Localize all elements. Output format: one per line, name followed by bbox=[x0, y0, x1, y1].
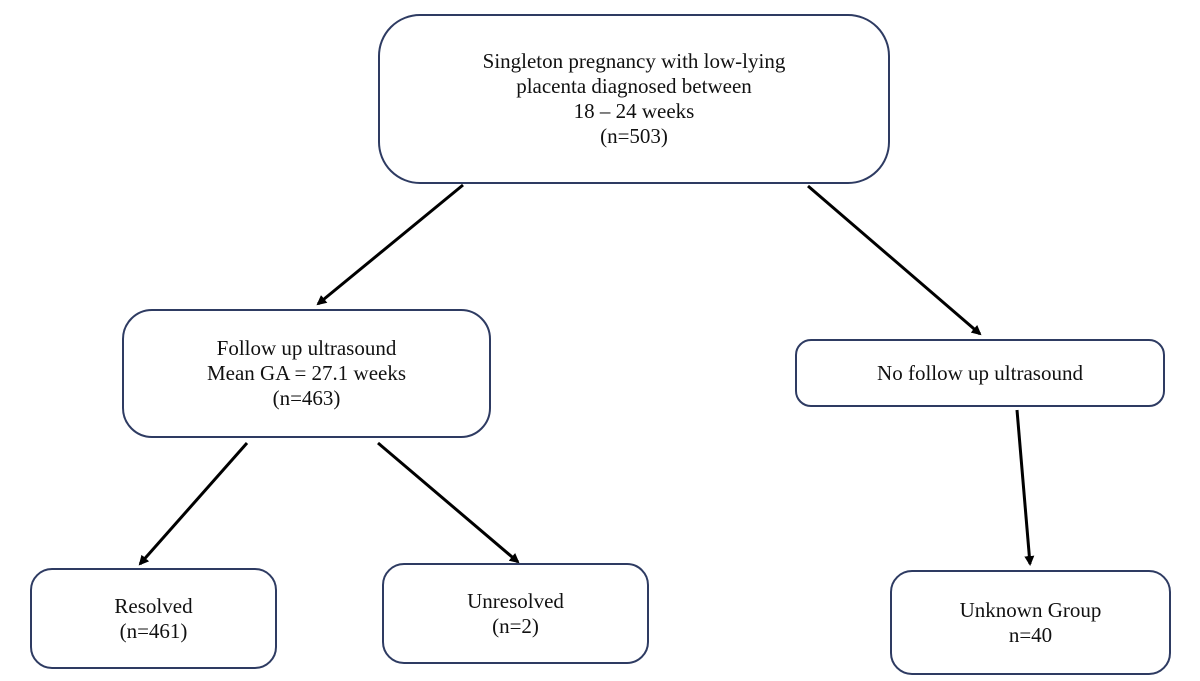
node-text-line: Unresolved bbox=[467, 588, 564, 613]
node-text-line: (n=463) bbox=[272, 386, 341, 410]
node-root: Singleton pregnancy with low-lying place… bbox=[378, 14, 890, 184]
arrow-root-to-no-followup bbox=[807, 184, 982, 336]
node-text-line: Resolved bbox=[114, 593, 193, 618]
arrow-followup-to-resolved bbox=[138, 442, 249, 566]
node-followup: Follow up ultrasound Mean GA = 27.1 week… bbox=[122, 309, 491, 438]
node-text-line: Mean GA = 27.1 weeks bbox=[206, 361, 407, 385]
arrow-followup-to-unresolved bbox=[377, 441, 520, 564]
node-text-line: No follow up ultrasound bbox=[877, 360, 1083, 385]
node-text-line: (n=2) bbox=[492, 613, 539, 638]
node-text-line: Follow up ultrasound bbox=[216, 336, 397, 360]
node-unresolved: Unresolved (n=2) bbox=[382, 563, 649, 664]
node-text-line: Singleton pregnancy with low-lying bbox=[482, 49, 786, 73]
node-text-line: placenta diagnosed between bbox=[516, 74, 752, 98]
arrow-no-followup-to-unknown bbox=[1015, 409, 1035, 566]
node-unknown: Unknown Group n=40 bbox=[890, 570, 1171, 675]
node-text-line: (n=503) bbox=[600, 124, 668, 148]
node-text-line: Unknown Group bbox=[959, 597, 1102, 622]
node-text-line: n=40 bbox=[1008, 622, 1053, 647]
node-text-line: (n=461) bbox=[119, 618, 188, 643]
node-text-line: 18 – 24 weeks bbox=[573, 99, 695, 123]
node-no-followup: No follow up ultrasound bbox=[795, 339, 1165, 407]
arrow-root-to-followup bbox=[316, 183, 464, 306]
node-resolved: Resolved (n=461) bbox=[30, 568, 277, 669]
